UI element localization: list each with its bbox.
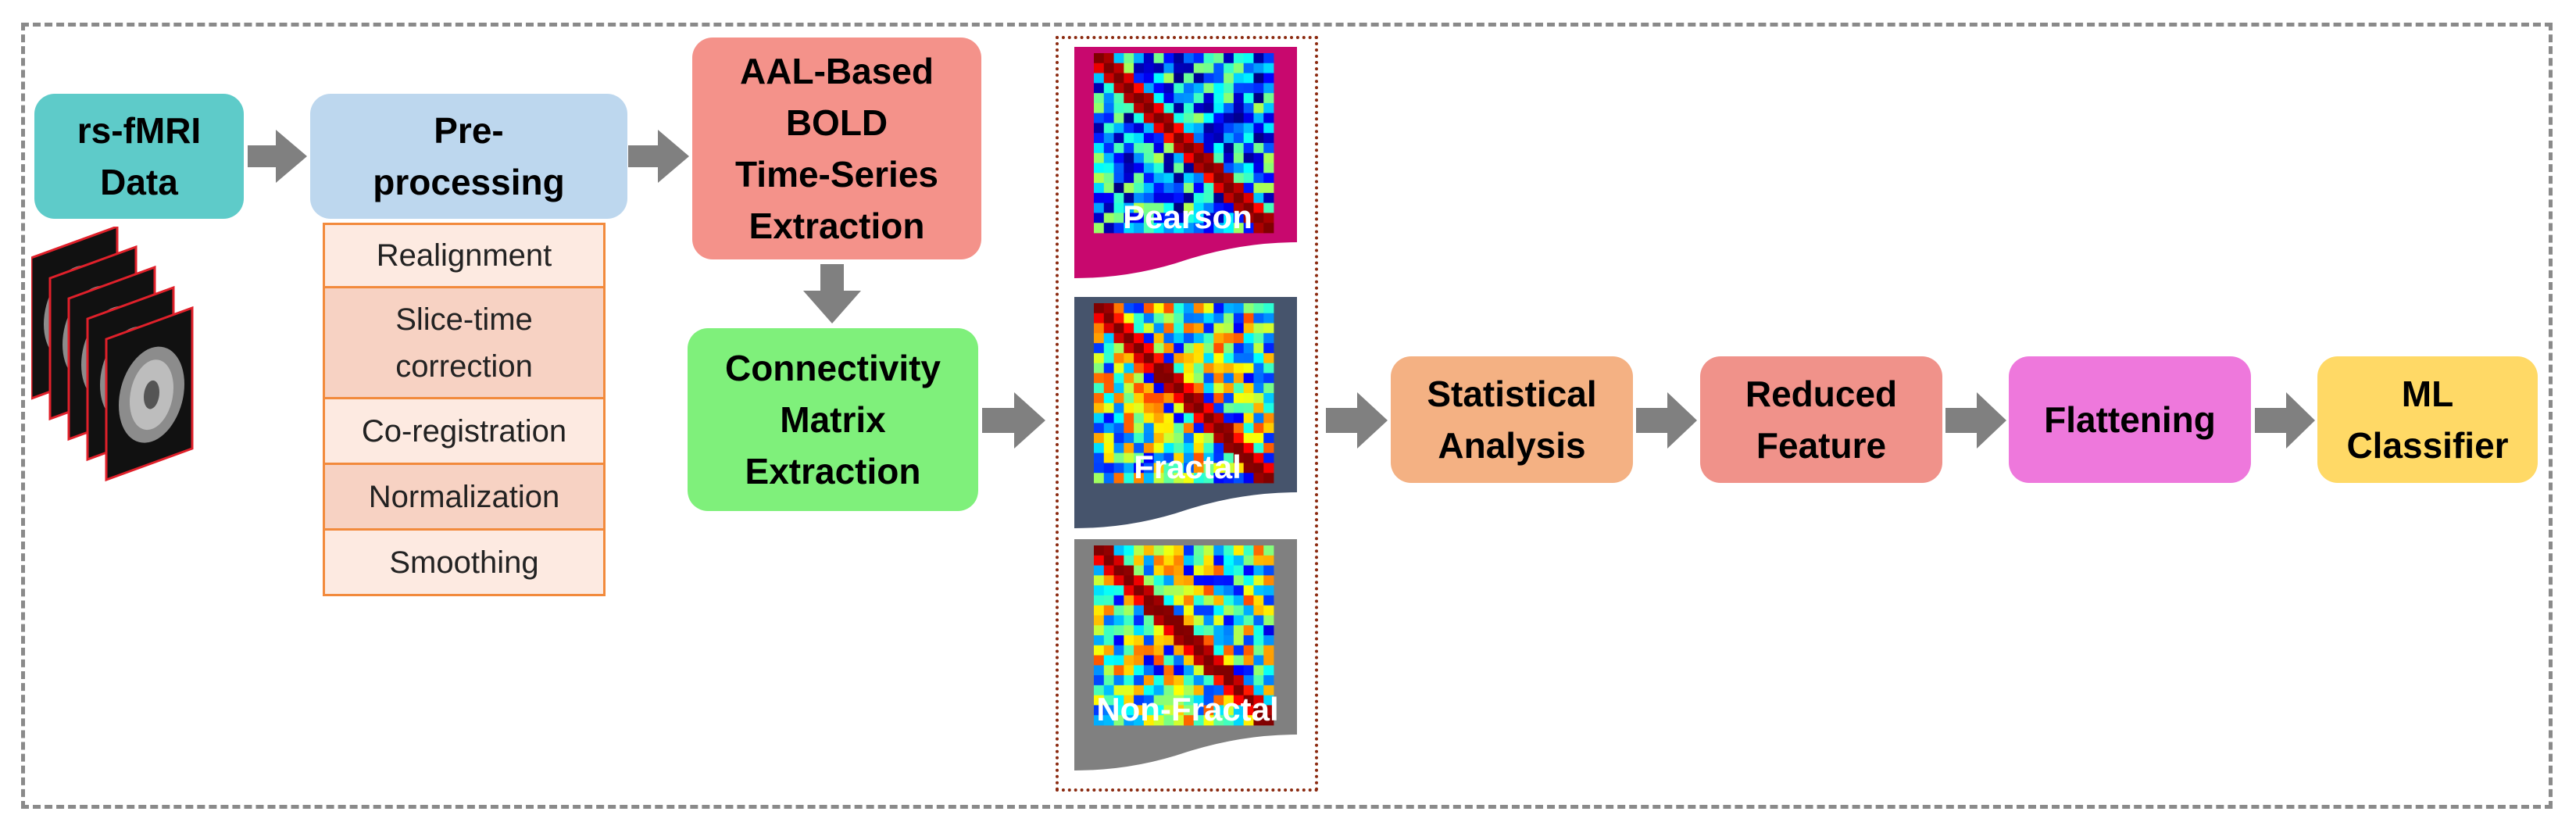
preprocessing-step: Normalization — [323, 465, 606, 531]
preprocessing-steps-list: Realignment Slice-time correction Co-reg… — [323, 223, 606, 596]
connectivity-matrix-extraction-label: Connectivity Matrix Extraction — [724, 348, 941, 492]
connectivity-matrices-panel — [1056, 36, 1318, 792]
mri-slice — [105, 306, 194, 482]
rs-fmri-data-box: rs-fMRI Data — [34, 94, 244, 219]
arrow-right-icon — [1636, 392, 1697, 449]
matrix-card — [1074, 539, 1297, 770]
diagram-frame — [21, 23, 2553, 809]
flattening-label: Flattening — [2044, 399, 2216, 440]
preprocessing-step: Co-registration — [323, 399, 606, 465]
aal-bold-extraction-box: AAL-Based BOLD Time-Series Extraction — [692, 38, 981, 259]
arrow-right-icon — [982, 392, 1045, 449]
matrix-card — [1074, 47, 1297, 278]
statistical-analysis-label: Statistical Analysis — [1427, 374, 1597, 466]
connectivity-matrix-extraction-box: Connectivity Matrix Extraction — [688, 328, 978, 511]
fractal-label: Fractal — [1134, 449, 1242, 485]
preprocessing-step: Slice-time correction — [323, 288, 606, 399]
arrow-right-icon — [1326, 392, 1388, 449]
preprocessing-step: Smoothing — [323, 531, 606, 596]
ml-classifier-box: ML Classifier — [2317, 356, 2538, 483]
connectivity-matrices-graphics — [1074, 47, 1297, 770]
statistical-analysis-box: Statistical Analysis — [1391, 356, 1633, 483]
arrow-down-icon — [803, 264, 861, 324]
preprocessing-label: Pre- processing — [373, 110, 565, 202]
preprocessing-step: Realignment — [323, 223, 606, 288]
arrow-right-icon — [1945, 392, 2006, 449]
arrow-right-icon — [628, 130, 689, 183]
mri-scan-stack-image — [31, 227, 194, 482]
aal-bold-extraction-label: AAL-Based BOLD Time-Series Extraction — [735, 51, 938, 246]
preprocessing-box: Pre- processing — [310, 94, 627, 219]
matrix-card — [1074, 297, 1297, 528]
reduced-feature-label: Reduced Feature — [1745, 374, 1898, 466]
arrow-right-icon — [2255, 392, 2315, 449]
non-fractal-label: Non-Fractal — [1096, 691, 1279, 728]
arrow-right-icon — [248, 130, 307, 183]
flattening-box: Flattening — [2009, 356, 2251, 483]
pearson-label: Pearson — [1123, 198, 1252, 235]
reduced-feature-box: Reduced Feature — [1700, 356, 1942, 483]
ml-classifier-label: ML Classifier — [2346, 374, 2509, 466]
rs-fmri-data-label: rs-fMRI Data — [77, 110, 202, 202]
